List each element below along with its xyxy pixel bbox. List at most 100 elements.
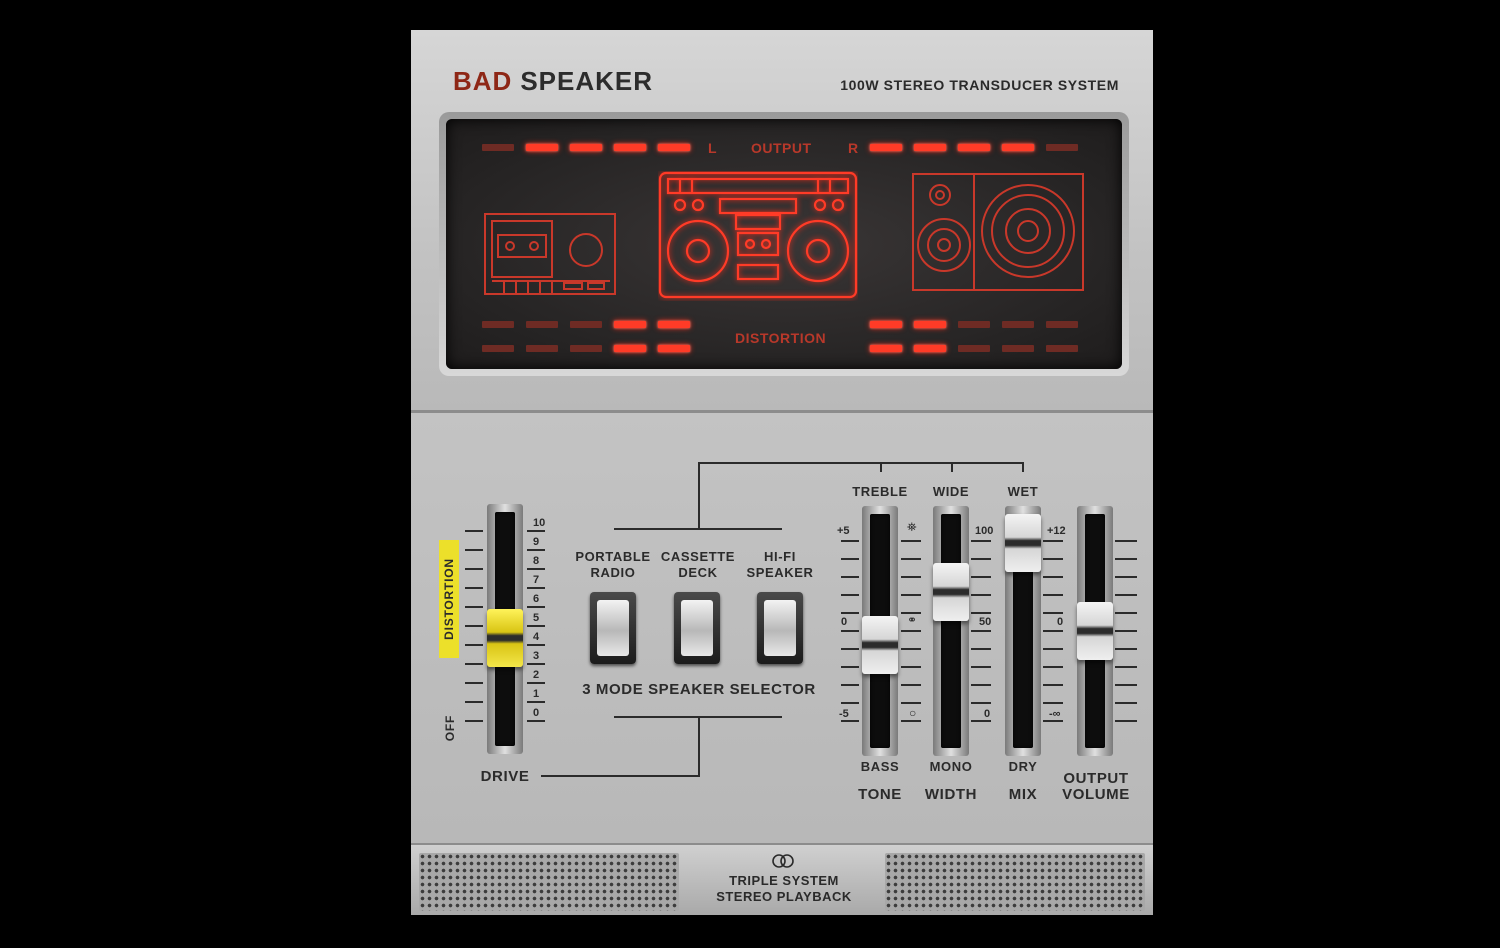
tone-tick bbox=[841, 558, 859, 560]
drive-tick bbox=[527, 587, 545, 589]
output-left-segment bbox=[482, 144, 514, 151]
output-tick bbox=[1115, 666, 1137, 668]
width-slider-handle[interactable] bbox=[933, 563, 969, 622]
drive-scale-number: 5 bbox=[533, 612, 540, 624]
mix-tick bbox=[1043, 720, 1063, 722]
output-left-segment bbox=[526, 144, 558, 151]
width-tick bbox=[971, 540, 991, 542]
drive-slider-handle[interactable] bbox=[487, 608, 523, 667]
tone-tick bbox=[841, 540, 859, 542]
mix-tick bbox=[1043, 702, 1063, 704]
mix-tick bbox=[1043, 558, 1063, 560]
connector-tone bbox=[880, 462, 882, 472]
distortion-right-segment bbox=[958, 345, 990, 352]
subtitle: 100W STEREO TRANSDUCER SYSTEM bbox=[840, 77, 1119, 93]
tone-tick bbox=[901, 558, 921, 560]
tone-label: TONE bbox=[858, 786, 902, 803]
tone-tick bbox=[841, 684, 859, 686]
drive-scale-number: 9 bbox=[533, 536, 540, 548]
drive-tick bbox=[527, 701, 545, 703]
drive-tick bbox=[465, 720, 483, 722]
drive-scale-number: 3 bbox=[533, 650, 540, 662]
output-right-segment bbox=[1046, 144, 1078, 151]
drive-scale-number: 4 bbox=[533, 631, 540, 643]
distortion-left-segment bbox=[658, 345, 690, 352]
output-tick bbox=[1115, 576, 1137, 578]
brand-bad: BAD bbox=[453, 66, 513, 96]
mix-slider-handle[interactable] bbox=[1005, 514, 1041, 572]
distortion-right-segment bbox=[914, 321, 946, 328]
output-right-segment bbox=[914, 144, 946, 151]
distortion-left-segment bbox=[526, 345, 558, 352]
tone-tick bbox=[901, 702, 921, 704]
hifi-speaker-icon[interactable] bbox=[912, 173, 1086, 295]
output-scale-bottom: -∞ bbox=[1049, 708, 1061, 720]
output-tick bbox=[1115, 558, 1137, 560]
drive-label: DRIVE bbox=[480, 768, 530, 785]
width-tick bbox=[971, 666, 991, 668]
single-speaker-icon: ○ bbox=[909, 706, 917, 720]
distortion-right-segment bbox=[1002, 345, 1034, 352]
drive-tick bbox=[465, 606, 483, 608]
connector-top-drop bbox=[698, 462, 700, 530]
dual-speaker-icon: ⚭ bbox=[907, 613, 918, 627]
output-volume-handle[interactable] bbox=[1077, 602, 1113, 660]
width-scale-mid: 50 bbox=[979, 616, 992, 628]
tone-tick bbox=[901, 648, 921, 650]
tone-tick bbox=[901, 666, 921, 668]
tone-tick bbox=[841, 648, 859, 650]
mix-tick bbox=[1043, 540, 1063, 542]
drive-tick bbox=[465, 701, 483, 703]
width-tick bbox=[971, 630, 991, 632]
tone-tick bbox=[901, 540, 921, 542]
distortion-left-segment bbox=[658, 321, 690, 328]
lcd-display: L OUTPUT R DISTORTION bbox=[446, 119, 1122, 369]
output-tick bbox=[1115, 684, 1137, 686]
drive-tick bbox=[465, 625, 483, 627]
distortion-left-segment bbox=[482, 345, 514, 352]
drive-scale-number: 6 bbox=[533, 593, 540, 605]
tone-slider-handle[interactable] bbox=[862, 616, 898, 675]
drive-tick bbox=[527, 644, 545, 646]
mix-tick bbox=[1043, 666, 1063, 668]
width-slider-track[interactable] bbox=[933, 506, 969, 756]
tone-tick bbox=[901, 720, 921, 722]
distortion-left-segment bbox=[526, 321, 558, 328]
distortion-left-segment bbox=[570, 345, 602, 352]
output-left-segment bbox=[658, 144, 690, 151]
cassette-deck-icon[interactable] bbox=[484, 213, 618, 295]
mix-tick bbox=[1043, 576, 1063, 578]
triple-system-logo-icon bbox=[772, 854, 794, 868]
drive-tick bbox=[465, 663, 483, 665]
output-right-segment bbox=[958, 144, 990, 151]
selector-title: 3 MODE SPEAKER SELECTOR bbox=[582, 681, 816, 698]
mode-switch-hifi-speaker[interactable] bbox=[757, 592, 803, 664]
output-tick bbox=[1115, 594, 1137, 596]
mode-switch-cassette-deck[interactable] bbox=[674, 592, 720, 664]
mix-label: MIX bbox=[1008, 786, 1038, 803]
width-tick bbox=[971, 702, 991, 704]
drive-tick bbox=[465, 530, 483, 532]
speaker-grille-right bbox=[885, 853, 1145, 911]
mix-tick bbox=[1043, 630, 1063, 632]
drive-tick bbox=[465, 549, 483, 551]
boombox-icon[interactable] bbox=[658, 171, 858, 301]
mix-bottom-label: DRY bbox=[1008, 759, 1038, 774]
output-tick bbox=[1115, 630, 1137, 632]
drive-scale-number: 1 bbox=[533, 688, 540, 700]
display-bezel: L OUTPUT R DISTORTION bbox=[439, 112, 1129, 376]
width-tick bbox=[971, 594, 991, 596]
distortion-right-segment bbox=[1002, 321, 1034, 328]
mode-switch-portable-radio[interactable] bbox=[590, 592, 636, 664]
width-tick bbox=[971, 558, 991, 560]
connector-width bbox=[951, 462, 953, 472]
connector-selector-top bbox=[614, 528, 782, 530]
tone-tick bbox=[841, 576, 859, 578]
output-tick bbox=[1115, 720, 1137, 722]
distortion-tag: DISTORTION bbox=[439, 540, 459, 658]
